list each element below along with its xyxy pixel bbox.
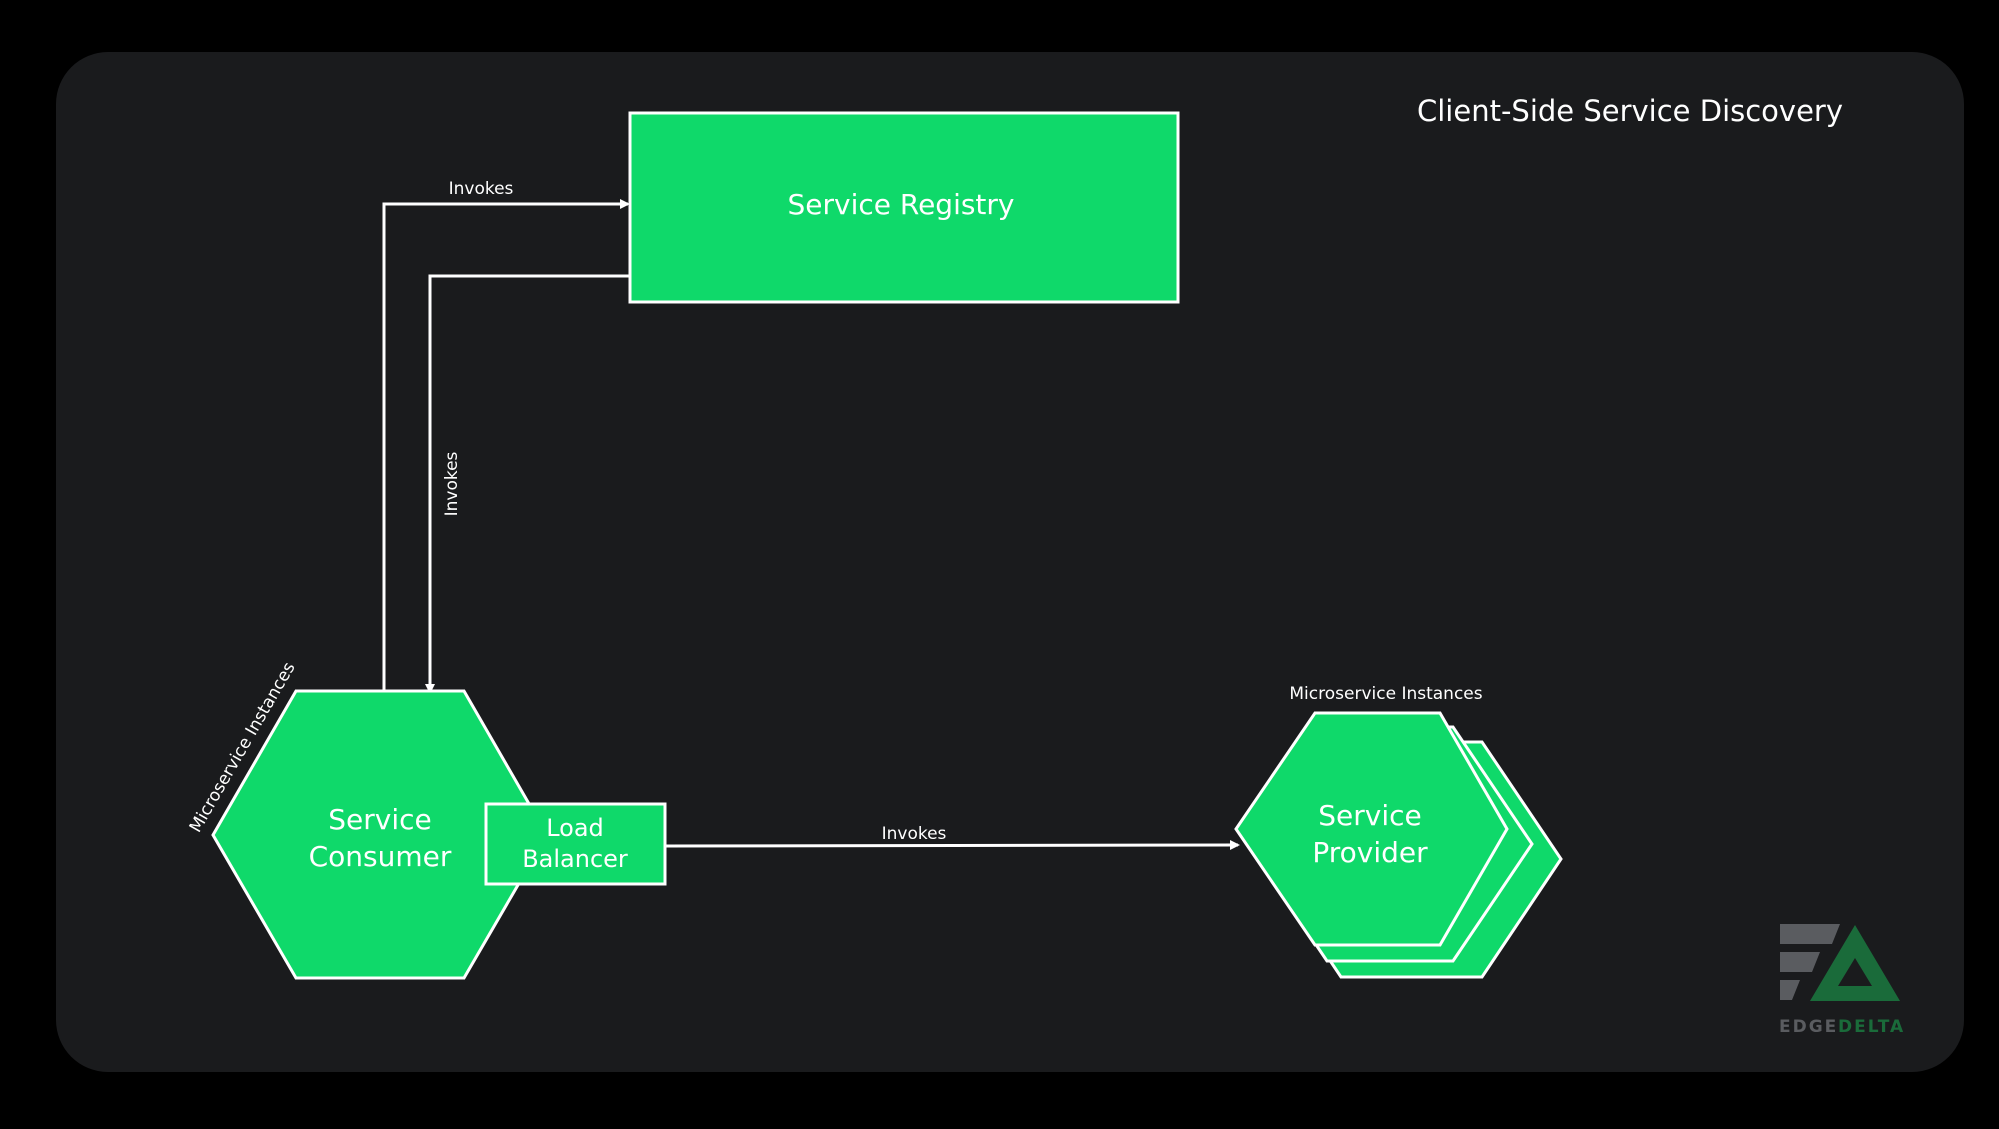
service-provider-label-line2: Provider [1312, 836, 1428, 869]
edge-balancer-to-provider: Invokes [664, 824, 1240, 851]
load-balancer-label-line2: Balancer [522, 845, 628, 873]
edge-registry-to-consumer-label: Invokes [442, 451, 462, 516]
load-balancer-label-line1: Load [546, 814, 604, 842]
service-consumer-label-line1: Service [328, 803, 431, 836]
load-balancer-node: Load Balancer [484, 802, 667, 886]
provider-instance-front [1234, 711, 1509, 947]
logo-delta-triangle [1810, 925, 1900, 1001]
service-registry-node: Service Registry [628, 111, 1180, 304]
service-provider-label-line1: Service [1318, 799, 1421, 832]
logo-bar-middle [1780, 952, 1820, 972]
logo-word-edge: EDGE [1779, 1017, 1838, 1037]
edge-registry-to-consumer: Invokes [425, 274, 630, 694]
logo-word-delta: DELTA [1838, 1017, 1905, 1037]
edge-consumer-to-registry-label: Invokes [449, 179, 514, 199]
edge-consumer-to-registry: Invokes [382, 179, 630, 690]
diagram-title: Client-Side Service Discovery [1417, 94, 1843, 128]
service-consumer-label-line2: Consumer [309, 840, 452, 873]
service-registry-label: Service Registry [787, 188, 1014, 221]
edge-delta-logo: EDGE DELTA [1779, 924, 1905, 1037]
logo-bar-bottom [1780, 980, 1800, 1000]
service-provider-tag: Microservice Instances [1289, 684, 1482, 704]
logo-bar-top [1780, 924, 1840, 944]
service-provider-node: Service Provider Microservice Instances [1234, 684, 1563, 979]
edge-balancer-to-provider-label: Invokes [882, 824, 947, 844]
